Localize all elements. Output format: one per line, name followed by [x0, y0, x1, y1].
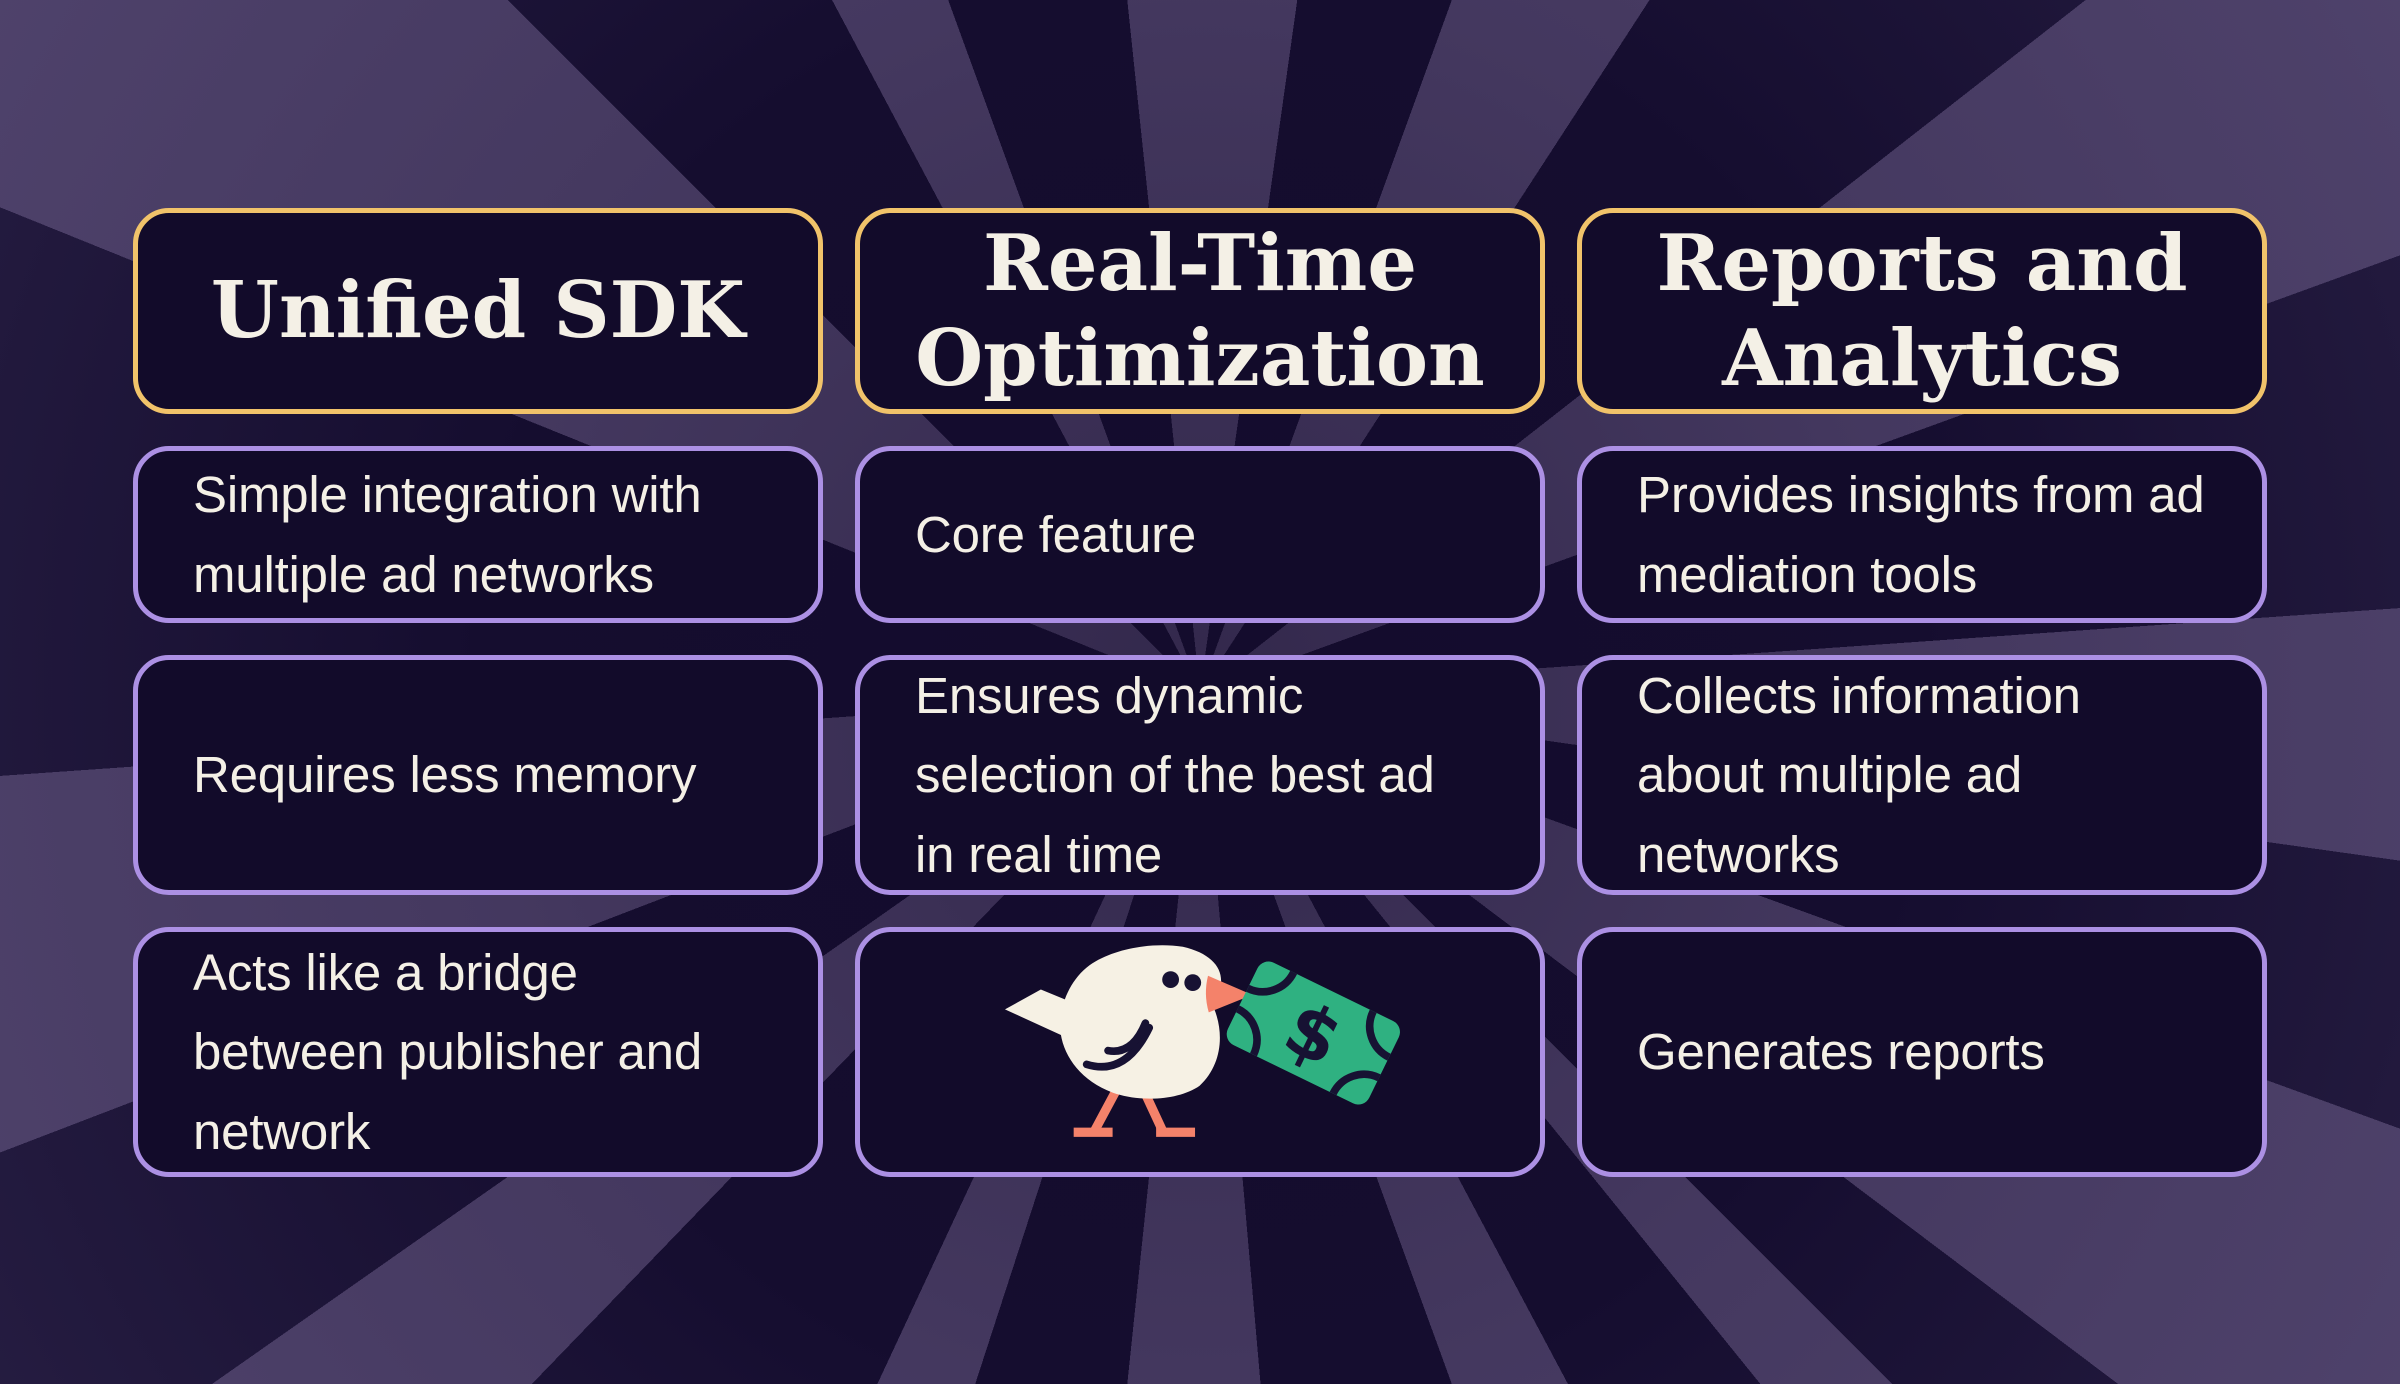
bird-beak: [1205, 975, 1253, 1012]
bird-body: [1060, 944, 1222, 1099]
header-real-time-optimization: Real-Time Optimization: [855, 208, 1545, 414]
bird-eye-left: [1162, 970, 1180, 988]
cell-unified-sdk-2: Requires less memory: [133, 655, 823, 895]
bird-with-money-icon: $: [1004, 944, 1400, 1137]
cell-bird-illustration: $: [855, 927, 1545, 1177]
header-unified-sdk: Unified SDK: [133, 208, 823, 414]
bird-wing: [1082, 1018, 1154, 1071]
cell-reports-3: Generates reports: [1577, 927, 2267, 1177]
cell-unified-sdk-1: Simple integration with multiple ad netw…: [133, 446, 823, 623]
cell-reports-1: Provides insights from ad mediation tool…: [1577, 446, 2267, 623]
bird-eye-right: [1184, 973, 1202, 991]
cell-real-time-2: Ensures dynamic selection of the best ad…: [855, 655, 1545, 895]
comparison-table: Unified SDK Real-Time Optimization Repor…: [133, 208, 2267, 1177]
money-bill-icon: $: [1226, 961, 1400, 1105]
cell-unified-sdk-3: Acts like a bridge between publisher and…: [133, 927, 823, 1177]
header-reports-and-analytics: Reports and Analytics: [1577, 208, 2267, 414]
cell-real-time-1: Core feature: [855, 446, 1545, 623]
cell-reports-2: Collects information about multiple ad n…: [1577, 655, 2267, 895]
